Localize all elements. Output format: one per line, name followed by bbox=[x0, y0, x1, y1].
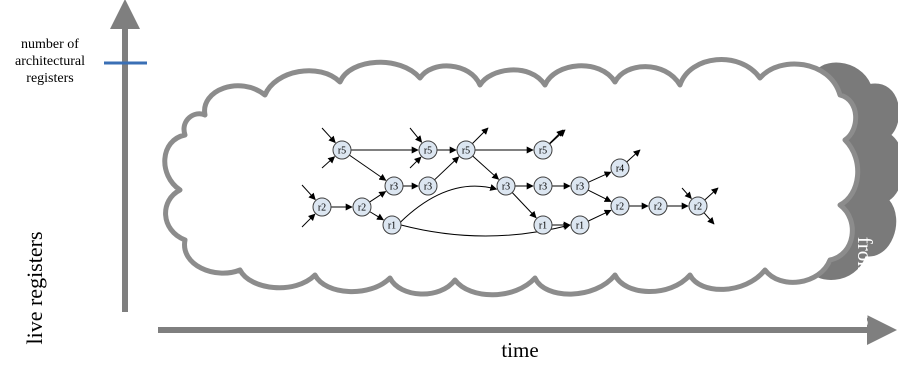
register-node-n14: r1 bbox=[570, 215, 590, 235]
register-node-n18: r2 bbox=[688, 196, 708, 216]
live-registers-cloud bbox=[162, 57, 861, 298]
register-node-n17: r2 bbox=[648, 196, 668, 216]
node-label: r3 bbox=[424, 182, 432, 193]
edge-n5-n9 bbox=[400, 184, 498, 223]
edge-n7-n8 bbox=[434, 156, 460, 181]
register-node-n11: r3 bbox=[533, 176, 553, 196]
input-arrow-n1 bbox=[321, 127, 336, 144]
node-circle bbox=[610, 158, 630, 178]
node-circle bbox=[456, 140, 476, 160]
register-node-n2: r2 bbox=[312, 197, 332, 217]
dependency-edges bbox=[301, 127, 719, 237]
node-circle bbox=[418, 140, 438, 160]
node-label: r5 bbox=[424, 146, 432, 157]
edge-n3-n5 bbox=[369, 211, 385, 221]
output-arrow-n10 bbox=[549, 129, 564, 144]
node-label: r1 bbox=[539, 221, 547, 232]
node-circle bbox=[352, 197, 372, 217]
register-node-n6: r5 bbox=[418, 140, 438, 160]
register-node-n10: r5 bbox=[533, 140, 553, 160]
output-arrow-n18 bbox=[704, 187, 719, 201]
architectural-registers-label: number of architectural registers bbox=[15, 37, 85, 86]
node-label: r5 bbox=[462, 146, 470, 157]
edge-n14-n16 bbox=[587, 209, 612, 222]
edge-n8-n9 bbox=[472, 155, 500, 180]
node-label: r3 bbox=[502, 182, 510, 193]
input-arrow-n2 bbox=[301, 213, 316, 228]
node-label: r3 bbox=[576, 182, 584, 193]
node-label: r3 bbox=[390, 182, 398, 193]
register-node-n4: r3 bbox=[384, 176, 404, 196]
register-node-n8: r5 bbox=[456, 140, 476, 160]
node-circle bbox=[648, 196, 668, 216]
node-circle bbox=[533, 140, 553, 160]
register-nodes: r5 r2 r2 r3 r1 r5 r3 r5 r3 r5 r3 r1 r3 r1 r4 r2 r2 r2 bbox=[312, 140, 708, 235]
input-arrow-n6 bbox=[409, 127, 423, 143]
node-circle bbox=[312, 197, 332, 217]
register-node-n16: r2 bbox=[610, 196, 630, 216]
input-arrow-n2 bbox=[301, 184, 316, 201]
node-circle bbox=[384, 176, 404, 196]
register-node-n5: r1 bbox=[382, 215, 402, 235]
output-arrow-n15 bbox=[626, 149, 641, 163]
node-label: r4 bbox=[616, 164, 624, 175]
node-label: r2 bbox=[358, 203, 366, 214]
edge-n13-n16 bbox=[587, 189, 612, 202]
node-circle bbox=[570, 176, 590, 196]
node-circle bbox=[418, 176, 438, 196]
input-arrow-n6 bbox=[409, 156, 422, 169]
edge-n1-n4 bbox=[349, 154, 387, 181]
register-node-n9: r3 bbox=[496, 176, 516, 196]
node-circle bbox=[688, 196, 708, 216]
node-label: r2 bbox=[654, 202, 662, 213]
node-circle bbox=[610, 196, 630, 216]
output-arrow-n8 bbox=[472, 127, 489, 144]
node-circle bbox=[533, 176, 553, 196]
register-node-n13: r3 bbox=[570, 176, 590, 196]
register-node-n3: r2 bbox=[352, 197, 372, 217]
x-axis-label: time bbox=[501, 338, 539, 362]
node-circle bbox=[382, 215, 402, 235]
node-label: r1 bbox=[388, 221, 396, 232]
node-circle bbox=[533, 215, 553, 235]
node-label: r5 bbox=[338, 146, 346, 157]
register-node-n12: r1 bbox=[533, 215, 553, 235]
node-circle bbox=[332, 140, 352, 160]
y-axis-label: live registers bbox=[22, 231, 47, 345]
node-label: r1 bbox=[576, 221, 584, 232]
edge-n9-n12 bbox=[511, 192, 537, 219]
node-label: r2 bbox=[694, 202, 702, 213]
register-node-n15: r4 bbox=[610, 158, 630, 178]
input-arrow-n1 bbox=[321, 156, 336, 169]
diagram-canvas: r5 r2 r2 r3 r1 r5 r3 r5 r3 r5 r3 r1 r3 r1 r4 r2 r2 r2 bbox=[104, 0, 898, 345]
edge-n13-n15 bbox=[588, 171, 612, 183]
node-label: r2 bbox=[318, 203, 326, 214]
node-label: r5 bbox=[539, 146, 547, 157]
output-arrow-n18 bbox=[703, 212, 715, 225]
node-label: r2 bbox=[616, 202, 624, 213]
front-wave-label: front wave bbox=[853, 236, 877, 328]
input-arrow-n18 bbox=[681, 187, 692, 200]
edge-n3-n4 bbox=[369, 191, 387, 203]
register-node-n7: r3 bbox=[418, 176, 438, 196]
node-circle bbox=[570, 215, 590, 235]
node-circle bbox=[496, 176, 516, 196]
node-label: r3 bbox=[539, 182, 547, 193]
register-node-n1: r5 bbox=[332, 140, 352, 160]
